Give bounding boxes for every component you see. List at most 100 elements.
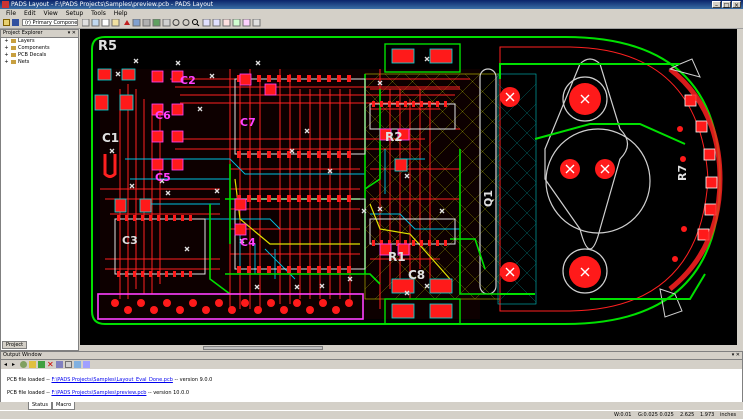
app-icon bbox=[2, 1, 9, 8]
move-icon bbox=[162, 19, 171, 27]
folder-icon bbox=[11, 59, 16, 64]
title-bar: PADS Layout - F:\PADS Projects\Samples\p… bbox=[0, 0, 743, 9]
print-output-icon[interactable] bbox=[56, 361, 63, 368]
output-tabs: Status Macro bbox=[0, 402, 743, 410]
copy-output-icon[interactable] bbox=[65, 361, 72, 368]
forward-icon[interactable]: ▸ bbox=[12, 361, 16, 368]
explorer-close-icon[interactable]: ▾ ✕ bbox=[67, 30, 76, 36]
window-title: PADS Layout - F:\PADS Projects\Samples\p… bbox=[11, 1, 214, 8]
label-q1: Q1 bbox=[482, 190, 495, 207]
toolbar-icons bbox=[82, 19, 261, 27]
layers-icon bbox=[152, 19, 161, 27]
close-button[interactable]: × bbox=[732, 1, 741, 9]
label-r5: R5 bbox=[98, 39, 117, 54]
pcb-canvas[interactable]: R5 C6 C7 C4 C5 C2 C3 C1 R2 R1 C8 Q1 R7 bbox=[80, 29, 743, 351]
connector-pins bbox=[111, 299, 353, 314]
folder-icon bbox=[11, 45, 16, 50]
open-icon[interactable] bbox=[3, 19, 10, 26]
output-title: Output Window bbox=[3, 352, 42, 358]
scroll-thumb[interactable] bbox=[203, 346, 323, 350]
tab-macro[interactable]: Macro bbox=[52, 402, 76, 410]
menu-view[interactable]: View bbox=[43, 10, 58, 17]
paste-icon bbox=[111, 19, 120, 27]
right-green-routes bbox=[499, 63, 706, 300]
explorer-title: Project Explorer bbox=[3, 30, 43, 36]
print-icon bbox=[132, 19, 141, 27]
status-x: 2.625 bbox=[680, 412, 695, 418]
connector-outline bbox=[97, 293, 364, 320]
redraw-icon bbox=[212, 19, 221, 27]
output-line-2: PCB file loaded -- F:\PADS Projects\Samp… bbox=[7, 390, 190, 396]
menu-tools[interactable]: Tools bbox=[91, 10, 106, 17]
menu-bar: File Edit View Setup Tools Help bbox=[0, 9, 743, 18]
status-bar: W:0.01 G:0.025 0.025 2.625 1.973 inches bbox=[0, 410, 743, 419]
ic-pins bbox=[117, 75, 447, 277]
undo-icon bbox=[172, 19, 180, 26]
tab-status[interactable]: Status bbox=[28, 402, 52, 410]
output-close-icon[interactable]: ▾ ✕ bbox=[731, 352, 740, 358]
chip-pads bbox=[94, 48, 453, 319]
save-icon[interactable] bbox=[12, 19, 19, 26]
output-toolbar: ◂ ▸ ✕ bbox=[1, 360, 742, 369]
folder-icon bbox=[11, 38, 16, 43]
label-c4: C4 bbox=[240, 236, 256, 249]
menu-help[interactable]: Help bbox=[113, 10, 128, 17]
label-r2: R2 bbox=[385, 130, 403, 144]
output-line-1: PCB file loaded -- F:\PADS Projects\Samp… bbox=[7, 377, 213, 383]
copy-icon bbox=[101, 19, 110, 27]
view-board-icon bbox=[202, 19, 211, 27]
menu-file[interactable]: File bbox=[6, 10, 17, 17]
status-units: inches bbox=[720, 412, 737, 418]
output-link-1[interactable]: F:\PADS Projects\Samples\Layout_Eval_Don… bbox=[51, 377, 173, 383]
run-icon[interactable] bbox=[38, 361, 45, 368]
select-mode-icon bbox=[82, 19, 90, 27]
open-log-icon[interactable] bbox=[29, 361, 36, 368]
tree-item-layers[interactable]: +Layers bbox=[4, 38, 35, 44]
tree-item-pcb-decals[interactable]: +PCB Decals bbox=[4, 52, 47, 58]
output-link-2[interactable]: F:\PADS Projects\Samples\preview.pcb bbox=[51, 390, 147, 396]
status-width: W:0.01 bbox=[614, 412, 632, 418]
pcb-drawing[interactable]: R5 C6 C7 C4 C5 C2 C3 C1 R2 R1 C8 Q1 R7 bbox=[80, 29, 743, 345]
macro-icon[interactable] bbox=[83, 361, 90, 368]
label-c8: C8 bbox=[408, 268, 425, 282]
output-header: Output Window ▾ ✕ bbox=[1, 352, 742, 360]
label-r1: R1 bbox=[388, 250, 406, 264]
toolbar: (r) Primary Component 1 bbox=[0, 18, 743, 29]
status-grid: G:0.025 0.025 bbox=[638, 412, 674, 418]
pan-icon bbox=[142, 19, 151, 27]
menu-setup[interactable]: Setup bbox=[65, 10, 84, 17]
refresh-icon[interactable] bbox=[20, 361, 27, 368]
route-icon bbox=[91, 19, 100, 27]
explorer-header: Project Explorer ▾ ✕ bbox=[1, 30, 78, 38]
via-marks bbox=[109, 56, 445, 296]
menu-edit[interactable]: Edit bbox=[23, 10, 36, 17]
label-c7: C7 bbox=[240, 116, 256, 129]
label-r7: R7 bbox=[676, 165, 689, 181]
horizontal-scrollbar[interactable] bbox=[80, 345, 743, 351]
board-outline bbox=[91, 36, 722, 325]
explorer-tab-project[interactable]: Project bbox=[2, 341, 28, 349]
vertical-scrollbar[interactable] bbox=[737, 29, 743, 345]
label-c1: C1 bbox=[102, 131, 119, 145]
label-c5: C5 bbox=[155, 171, 171, 184]
redo-icon bbox=[182, 19, 190, 26]
label-c2: C2 bbox=[180, 74, 196, 87]
component-labels: R5 C6 C7 C4 C5 C2 C3 C1 R2 R1 C8 Q1 R7 bbox=[98, 39, 689, 282]
tree-item-nets[interactable]: +Nets bbox=[4, 59, 30, 65]
output-window: Output Window ▾ ✕ ◂ ▸ ✕ PCB file loaded … bbox=[0, 351, 743, 409]
verify-icon bbox=[232, 19, 241, 27]
delete-icon bbox=[124, 20, 130, 25]
script-icon[interactable] bbox=[74, 361, 81, 368]
mode-select[interactable]: (r) Primary Component 1 bbox=[22, 19, 78, 26]
minimize-button[interactable]: – bbox=[712, 1, 721, 9]
back-icon[interactable]: ◂ bbox=[4, 361, 8, 368]
project-explorer: Project Explorer ▾ ✕ +Layers +Components… bbox=[0, 29, 79, 351]
maximize-button[interactable]: □ bbox=[722, 1, 731, 9]
clear-icon[interactable]: ✕ bbox=[47, 360, 54, 369]
label-c6: C6 bbox=[155, 109, 171, 122]
pour-icon bbox=[222, 19, 231, 27]
folder-icon bbox=[11, 52, 16, 57]
tree-item-components[interactable]: +Components bbox=[4, 45, 50, 51]
status-y: 1.973 bbox=[700, 412, 715, 418]
help-icon bbox=[252, 19, 261, 27]
